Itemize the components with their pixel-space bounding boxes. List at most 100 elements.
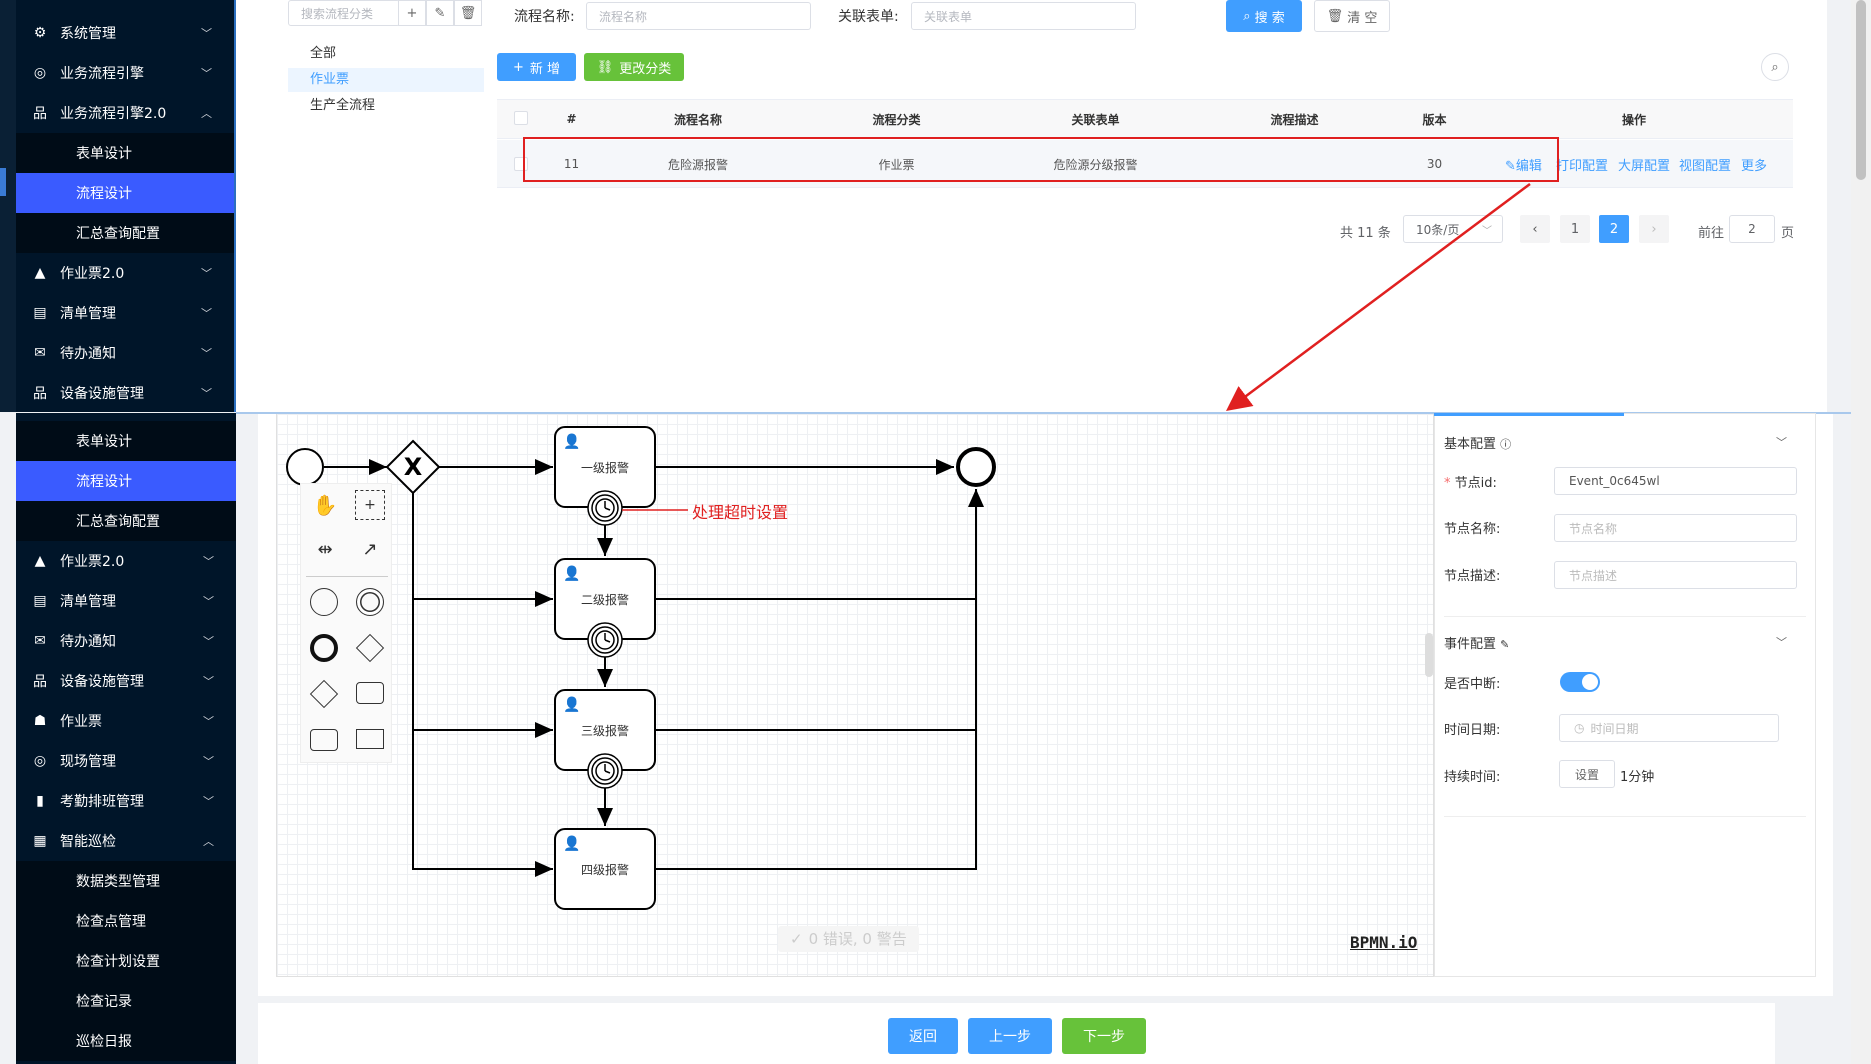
- sidebar-item-label: 设备设施管理: [60, 386, 144, 402]
- search-button[interactable]: ⌕搜 索: [1226, 0, 1302, 32]
- cell-name: 危险源报警: [667, 157, 728, 172]
- timer-boundary-event-3: [587, 753, 623, 789]
- sidebar-item-form-design[interactable]: 表单设计: [16, 133, 234, 173]
- sidebar-item-attendance[interactable]: ▮考勤排班管理﹀: [16, 781, 236, 821]
- search-toggle-icon[interactable]: ⌕: [1761, 53, 1789, 81]
- next-page-button[interactable]: ›: [1639, 215, 1669, 243]
- sidebar-item-data-type[interactable]: 数据类型管理: [16, 861, 236, 901]
- node-desc-input[interactable]: 节点描述: [1554, 561, 1797, 589]
- change-category-button[interactable]: ⛓更改分类: [584, 53, 684, 81]
- sidebar-item-summary-query[interactable]: 汇总查询配置: [16, 213, 234, 253]
- page-2-button[interactable]: 2: [1599, 215, 1629, 243]
- sidebar-item-form-design[interactable]: 表单设计: [16, 421, 236, 461]
- back-button[interactable]: 返回: [888, 1018, 958, 1054]
- interrupt-toggle[interactable]: [1560, 672, 1600, 692]
- screen-config-link[interactable]: 大屏配置: [1618, 159, 1671, 174]
- sitemap-icon: 品: [33, 106, 47, 122]
- sidebar-item-summary-query[interactable]: 汇总查询配置: [16, 501, 236, 541]
- sidebar-item-list[interactable]: ▤ 清单管理 ﹀: [16, 293, 234, 333]
- user-task-tool-icon[interactable]: [356, 682, 384, 704]
- sidebar-item-site[interactable]: ◎现场管理﹀: [16, 741, 236, 781]
- node-id-input[interactable]: Event_0c645wl: [1554, 467, 1797, 495]
- add-category-button[interactable]: +: [398, 0, 426, 26]
- sidebar-item-system[interactable]: ⚙ 系统管理 ﹀: [16, 13, 234, 53]
- sidebar-item-list[interactable]: ▤清单管理﹀: [16, 581, 236, 621]
- category-search-input[interactable]: 搜索流程分类: [288, 0, 400, 26]
- sidebar-item-flow-engine[interactable]: ◎ 业务流程引擎 ﹀: [16, 53, 234, 93]
- edit-category-button[interactable]: ✎: [426, 0, 454, 26]
- sidebar-item-label: 表单设计: [76, 146, 132, 162]
- event-config-chevron[interactable]: ﹀: [1776, 636, 1787, 649]
- clear-button[interactable]: 🗑清 空: [1314, 0, 1390, 32]
- delete-category-button[interactable]: 🗑: [454, 0, 482, 26]
- sidebar-item-label: 汇总查询配置: [76, 226, 160, 242]
- node-name-input[interactable]: 节点名称: [1554, 514, 1797, 542]
- palette-divider: [306, 576, 388, 577]
- intermediate-event-tool-icon[interactable]: [356, 588, 384, 616]
- sidebar-item-label: 系统管理: [60, 26, 116, 42]
- flow-name-input[interactable]: 流程名称: [586, 2, 811, 30]
- page-1-button[interactable]: 1: [1560, 215, 1590, 243]
- print-config-link[interactable]: 打印配置: [1556, 159, 1609, 174]
- sidebar-item-flow-engine-2[interactable]: 品 业务流程引擎2.0 ︿: [16, 93, 234, 133]
- connect-tool-icon[interactable]: ↗: [362, 539, 378, 560]
- sidebar-item-daily[interactable]: 巡检日报: [16, 1021, 236, 1061]
- sidebar-item-record[interactable]: 检查记录: [16, 981, 236, 1021]
- category-item-selected[interactable]: 作业票: [288, 68, 484, 92]
- config-icon: ✎: [1500, 638, 1510, 651]
- date-input[interactable]: ◷时间日期: [1559, 714, 1779, 742]
- task-label: 一级报警: [580, 461, 629, 475]
- view-config-link[interactable]: 视图配置: [1679, 159, 1732, 174]
- sidebar-item-plan[interactable]: 检查计划设置: [16, 941, 236, 981]
- sidebar-item-label: 作业票2.0: [60, 554, 125, 570]
- category-item[interactable]: 全部: [310, 46, 337, 61]
- pool-tool-icon[interactable]: [356, 729, 384, 749]
- sidebar-item-equipment[interactable]: 品设备设施管理﹀: [16, 661, 236, 701]
- bpmn-canvas[interactable]: [276, 413, 1434, 977]
- end-event-tool-icon[interactable]: [310, 634, 338, 662]
- goto-page-input[interactable]: 2: [1729, 215, 1775, 243]
- sidebar-item-ticket-2[interactable]: ▲ 作业票2.0 ﹀: [16, 253, 234, 293]
- subprocess-tool-icon[interactable]: [310, 729, 338, 751]
- task-level-4: 👤: [554, 828, 656, 910]
- sidebar-item-ticket-2[interactable]: ▲作业票2.0﹀: [16, 541, 236, 581]
- end-event: [956, 447, 996, 487]
- prev-step-button[interactable]: 上一步: [968, 1018, 1052, 1054]
- space-tool-icon[interactable]: ⇹: [317, 539, 333, 560]
- add-button[interactable]: +新 增: [497, 53, 576, 81]
- prev-page-button[interactable]: ‹: [1520, 215, 1550, 243]
- task-label: 三级报警: [580, 724, 629, 738]
- sidebar-item-equipment[interactable]: 品 设备设施管理 ﹀: [16, 373, 234, 413]
- sidebar-item-todo[interactable]: ✉ 待办通知 ﹀: [16, 333, 234, 373]
- sitemap-icon: 品: [33, 386, 47, 402]
- hand-tool-icon[interactable]: ✋: [312, 493, 338, 517]
- sidebar-item-inspection[interactable]: ▦智能巡检︿: [16, 821, 236, 861]
- sidebar-item-label: 作业票: [60, 714, 102, 730]
- category-item[interactable]: 生产全流程: [310, 98, 376, 113]
- lasso-tool-icon[interactable]: +: [355, 490, 385, 520]
- edit-link[interactable]: ✎编辑: [1505, 155, 1542, 174]
- node-id-value: Event_0c645wl: [1569, 474, 1660, 488]
- duration-set-button[interactable]: 设置: [1559, 760, 1615, 788]
- more-link[interactable]: 更多: [1741, 159, 1768, 174]
- basic-config-chevron[interactable]: ﹀: [1776, 436, 1787, 449]
- sidebar-item-flow-design[interactable]: 流程设计: [16, 173, 234, 213]
- sidebar-bottom: 表单设计 流程设计 汇总查询配置 ▲作业票2.0﹀ ▤清单管理﹀ ✉待办通知﹀ …: [16, 413, 236, 1064]
- edit-icon: ✎: [434, 5, 446, 21]
- ticket-icon: ☗: [33, 713, 47, 729]
- chevron-down-icon: ﹀: [201, 27, 212, 40]
- sidebar-item-todo[interactable]: ✉待办通知﹀: [16, 621, 236, 661]
- start-event-tool-icon[interactable]: [310, 588, 338, 616]
- sidebar-item-ticket[interactable]: ☗作业票﹀: [16, 701, 236, 741]
- sidebar-item-flow-design[interactable]: 流程设计: [16, 461, 236, 501]
- sidebar-item-checkpoint[interactable]: 检查点管理: [16, 901, 236, 941]
- panel-resize-handle[interactable]: [1425, 633, 1433, 677]
- search-icon: ⌕: [1243, 8, 1251, 24]
- window-scrollbar[interactable]: [1851, 0, 1871, 1064]
- select-all-checkbox[interactable]: [514, 111, 528, 125]
- next-step-button[interactable]: 下一步: [1062, 1018, 1146, 1054]
- scrollbar-thumb[interactable]: [1856, 0, 1866, 180]
- related-form-input[interactable]: 关联表单: [911, 2, 1136, 30]
- chevron-up-icon: ︿: [203, 835, 214, 848]
